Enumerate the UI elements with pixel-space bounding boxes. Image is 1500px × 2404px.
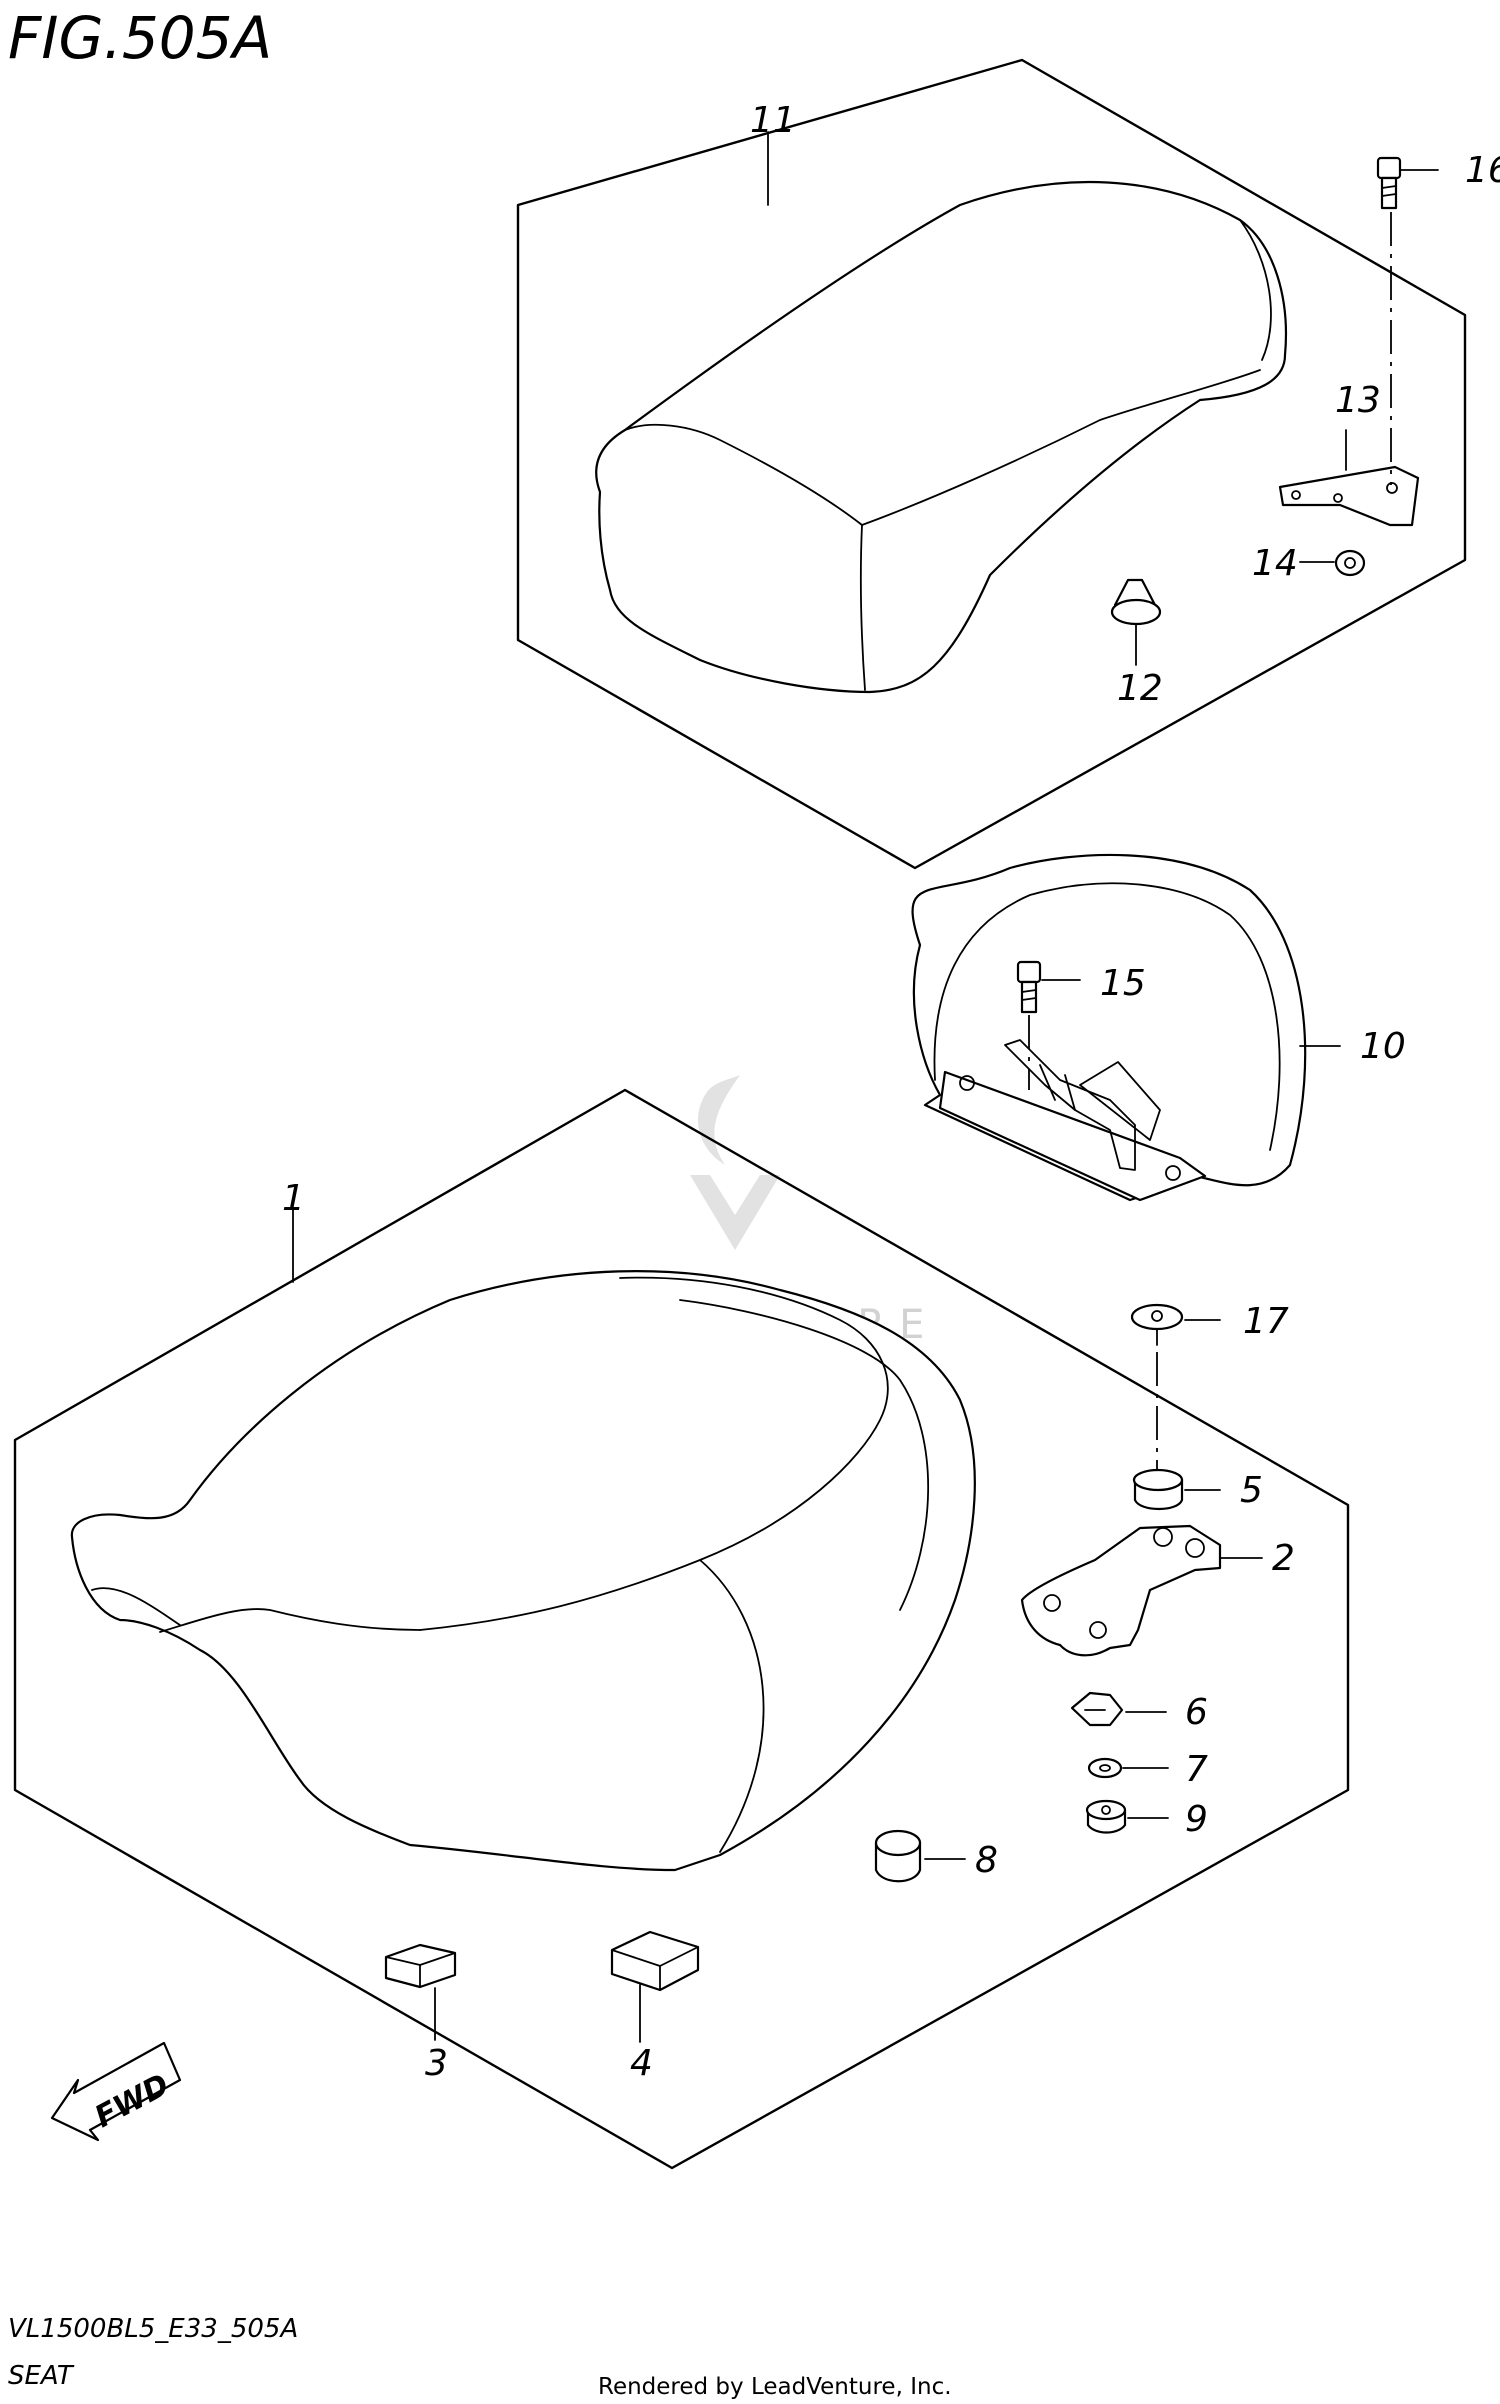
- callout-9: 9: [1185, 1799, 1208, 1840]
- callout-5: 5: [1240, 1470, 1263, 1511]
- callout-16: 16: [1465, 150, 1500, 191]
- part-9-nut: [1085, 1799, 1169, 1834]
- part-4-block: [610, 1930, 700, 2043]
- callout-17: 17: [1243, 1301, 1289, 1342]
- part-5-cushion: [1132, 1468, 1221, 1511]
- callout-2: 2: [1272, 1538, 1295, 1579]
- model-code: VL1500BL5_E33_505A: [8, 2314, 298, 2344]
- callout-11: 11: [750, 100, 796, 141]
- callout-4: 4: [630, 2043, 653, 2084]
- figure-title: FIG.505A: [8, 4, 272, 72]
- rear-seat-part-11: [595, 180, 1287, 694]
- callout-7: 7: [1185, 1749, 1208, 1790]
- watermark-logo: [690, 1075, 780, 1250]
- callout-14: 14: [1252, 543, 1298, 584]
- part-7-washer: [1087, 1757, 1169, 1779]
- callout-6: 6: [1185, 1692, 1208, 1733]
- callout-10: 10: [1360, 1026, 1406, 1067]
- callout-15: 15: [1100, 963, 1146, 1004]
- front-seat-group-outline: [13, 1088, 1350, 2170]
- callout-8: 8: [975, 1840, 998, 1881]
- rear-seat-group-outline: [516, 58, 1467, 870]
- callout-1: 1: [282, 1178, 305, 1219]
- part-14-nut: [1299, 549, 1366, 577]
- callout-13: 13: [1335, 380, 1381, 421]
- part-17-screw: [1130, 1303, 1221, 1470]
- part-6-clip: [1070, 1691, 1167, 1727]
- backrest-part-10: [911, 853, 1341, 1202]
- part-2-plate: [1020, 1524, 1263, 1657]
- part-13-bracket: [1278, 429, 1420, 527]
- render-credit: Rendered by LeadVenture, Inc.: [598, 2374, 952, 2400]
- part-8-cushion: [874, 1829, 966, 1883]
- section-name: SEAT: [8, 2361, 75, 2391]
- part-16-bolt: [1376, 156, 1439, 485]
- front-seat-part-1: [70, 1270, 976, 1872]
- callout-12: 12: [1117, 668, 1163, 709]
- part-12-grommet: [1110, 578, 1162, 666]
- fwd-direction-arrow: FWD: [50, 2041, 182, 2142]
- callout-3: 3: [425, 2043, 448, 2084]
- part-3-block: [384, 1943, 457, 2041]
- part-15-bolt: [1016, 960, 1081, 1090]
